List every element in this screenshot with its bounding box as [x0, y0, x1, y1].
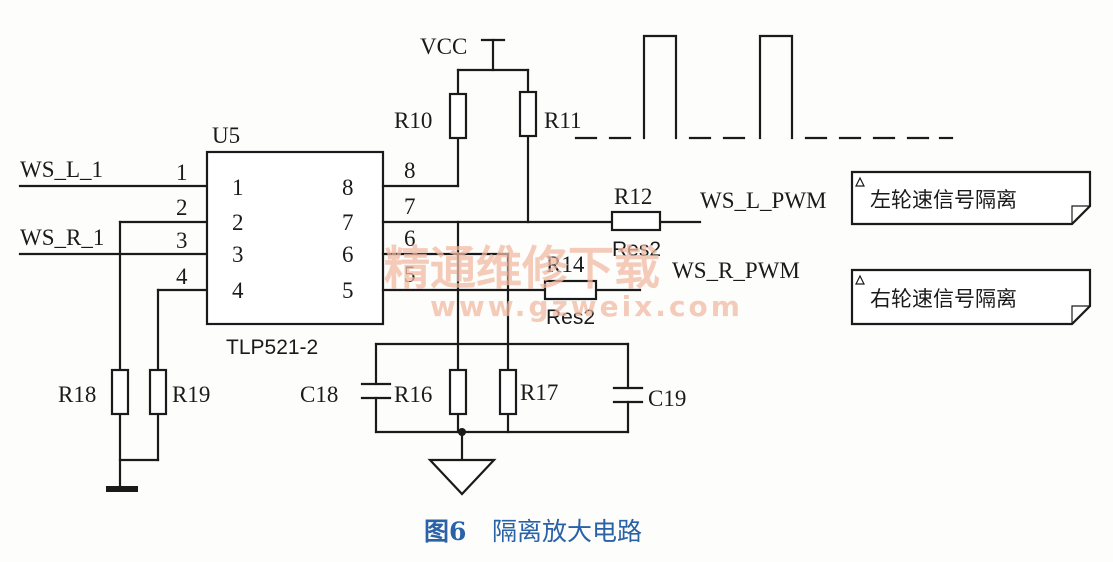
label-ws-l-pwm: WS_L_PWM [700, 188, 827, 213]
port-right: 右轮速信号隔离 [850, 268, 1092, 326]
inner-pin-2: 2 [232, 210, 244, 235]
label-vcc: VCC [420, 34, 467, 59]
resistor-r16 [448, 368, 468, 416]
resistor-r10 [448, 92, 468, 140]
label-r18: R18 [58, 382, 96, 407]
label-ws-l-1: WS_L_1 [20, 157, 103, 182]
label-r16: R16 [394, 382, 432, 407]
port-right-box [850, 268, 1092, 326]
wave-pulse-2 [758, 34, 794, 140]
resistor-r17 [498, 368, 518, 416]
inner-pin-4: 4 [232, 278, 244, 303]
outer-pin-8: 8 [404, 158, 416, 183]
label-c19: C19 [648, 386, 686, 411]
caption-figure-number: 图6 [424, 517, 466, 546]
inner-pin-1: 1 [232, 175, 244, 200]
label-r11: R11 [544, 108, 582, 133]
outer-pin-2: 2 [176, 195, 188, 220]
ground-bar-left [106, 486, 138, 492]
label-r14-value: Res2 [546, 306, 595, 329]
wave-pulse-1 [642, 34, 678, 140]
inner-pin-6: 6 [342, 242, 354, 267]
outer-pin-7: 7 [404, 194, 416, 219]
label-r12-value: Res2 [612, 238, 661, 261]
inner-pin-3: 3 [232, 242, 244, 267]
label-r12: R12 [614, 184, 652, 209]
output-wires [374, 184, 702, 462]
port-left-box [850, 170, 1092, 226]
vcc-network [456, 38, 530, 224]
resistor-r11 [518, 90, 538, 138]
port-right-fold [1071, 305, 1091, 325]
resistor-r14 [543, 279, 598, 301]
outer-pin-4: 4 [176, 264, 188, 289]
outer-pin-6: 6 [404, 226, 416, 251]
label-c18: C18 [300, 382, 338, 407]
watermark-text: 精通维修下载 [384, 241, 660, 295]
inner-pin-7: 7 [342, 210, 354, 235]
resistor-r18 [110, 368, 130, 416]
port-left-label: 左轮速信号隔离 [870, 188, 1017, 212]
port-right-label: 右轮速信号隔离 [870, 287, 1017, 311]
port-left-marker-icon [855, 176, 865, 187]
ground-symbol [427, 458, 497, 496]
label-r17: R17 [520, 380, 558, 405]
label-r10: R10 [394, 108, 432, 133]
port-left-fold [1071, 205, 1091, 225]
pulse-waveform [574, 34, 954, 140]
watermark-url: www.gzweix.com [430, 290, 743, 323]
inner-pin-5: 5 [342, 278, 354, 303]
ground-junction-dot [458, 428, 466, 436]
chip-ref: U5 [212, 123, 240, 148]
label-ws-r-pwm: WS_R_PWM [672, 258, 800, 283]
caption-title: 隔离放大电路 [492, 517, 642, 546]
label-ws-r-1: WS_R_1 [20, 225, 104, 250]
outer-pin-5: 5 [404, 262, 416, 287]
outer-pin-1: 1 [176, 160, 188, 185]
resistor-r19 [148, 368, 168, 416]
port-left: 左轮速信号隔离 [850, 170, 1092, 226]
label-r14: R14 [546, 252, 585, 277]
inner-pin-8: 8 [342, 175, 354, 200]
label-r19: R19 [172, 382, 210, 407]
port-right-marker-icon [855, 274, 865, 285]
input-wires [18, 184, 209, 492]
outer-pin-3: 3 [176, 228, 188, 253]
chip-u5-body [205, 150, 385, 326]
chip-part-number: TLP521-2 [226, 336, 318, 359]
resistor-r12 [610, 210, 662, 232]
